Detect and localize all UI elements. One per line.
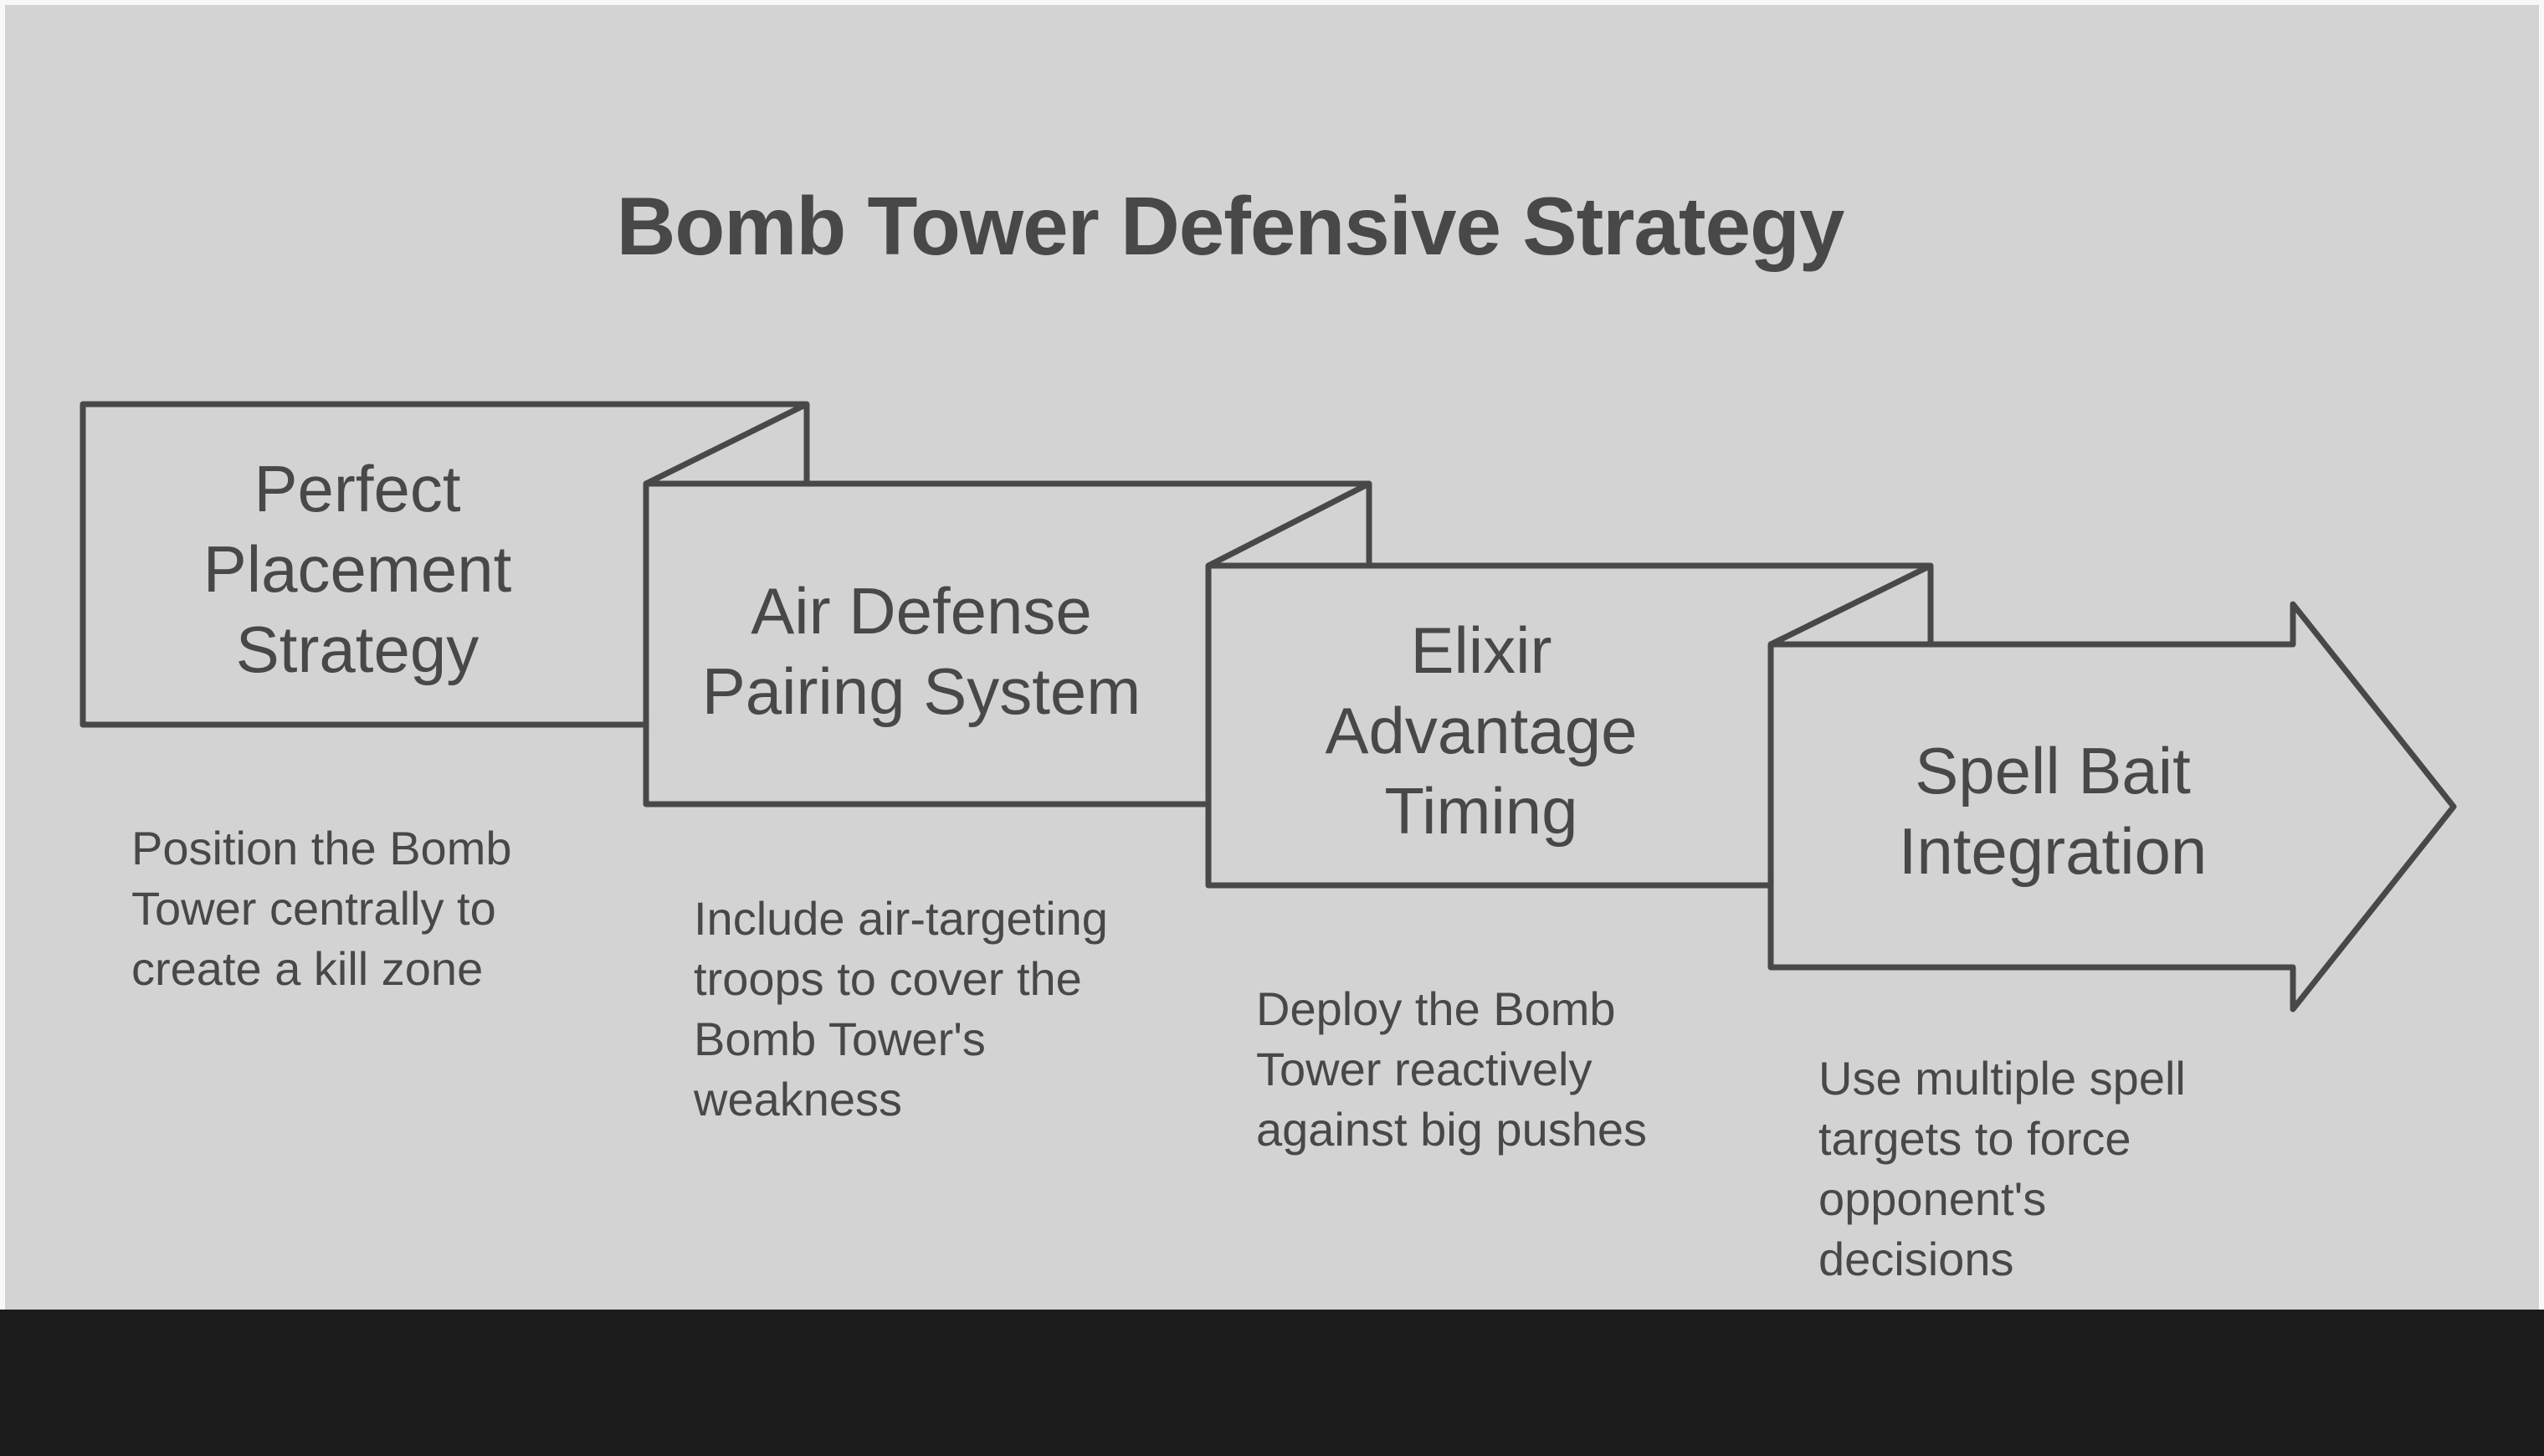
diagram-title: Bomb Tower Defensive Strategy	[616, 180, 1845, 272]
step-1-label: Perfect Placement Strategy	[203, 452, 512, 686]
step-3-fold	[1769, 562, 1932, 648]
step-3-description: Deploy the Bomb Tower reactively against…	[1256, 982, 1648, 1156]
step-1-fold	[644, 401, 808, 487]
step-4-description: Use multiple spell targets to force oppo…	[1818, 1052, 2186, 1285]
bottom-band	[0, 1310, 2544, 1456]
step-2-box	[643, 480, 1372, 807]
step-3-label: Elixir Advantage Timing	[1325, 613, 1638, 848]
step-2-fold	[1207, 480, 1371, 569]
step-1-description: Position the Bomb Tower centrally to cre…	[131, 822, 512, 995]
diagram-frame	[0, 0, 2544, 1310]
step-4-label: Spell Bait Integration	[1898, 734, 2208, 888]
step-1-box	[80, 401, 810, 728]
step-4-arrow	[1767, 601, 2457, 1013]
diagram-canvas	[5, 5, 2539, 1310]
step-2-label: Air Defense Pairing System	[701, 574, 1141, 728]
step-2-description: Include air-targeting troops to cover th…	[694, 892, 1108, 1125]
step-3-box	[1205, 562, 1934, 889]
